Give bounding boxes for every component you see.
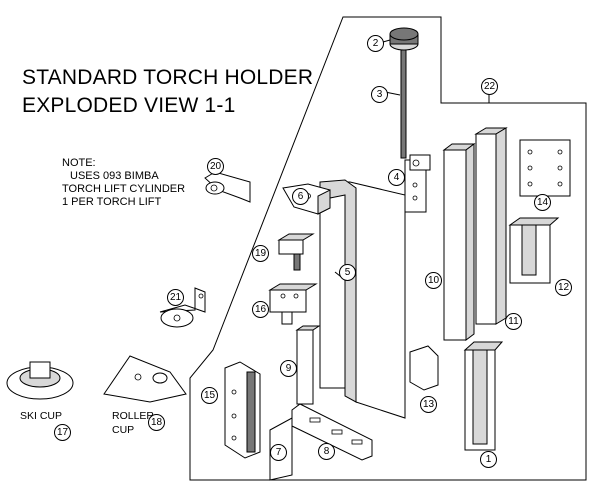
callout-22: 22 [481, 78, 498, 95]
part-hinge-15 [224, 361, 261, 459]
callout-21: 21 [167, 289, 184, 306]
diagram-title-line2: EXPLODED VIEW 1-1 [22, 94, 236, 117]
note-line-2: TORCH LIFT CYLINDER [62, 183, 186, 195]
note-line-3: 1 PER TORCH LIFT [62, 196, 162, 208]
diagram-title-line1: STANDARD TORCH HOLDER [22, 66, 314, 89]
callout-6: 6 [292, 188, 309, 205]
callout-15: 15 [201, 387, 218, 404]
part-channel-block-12 [508, 217, 560, 284]
callout-18: 18 [148, 414, 165, 431]
part-bracket-13 [409, 345, 439, 391]
roller-cup-caption-line1: ROLLER [112, 410, 155, 422]
callout-10: 10 [425, 272, 442, 289]
part-knob [382, 27, 419, 51]
callout-9: 9 [280, 360, 297, 377]
part-l-bracket-21 [159, 287, 206, 328]
callout-5: 5 [339, 264, 356, 281]
callout-2: 2 [367, 35, 384, 52]
part-block-19 [277, 233, 315, 271]
part-ski-cup [6, 361, 74, 400]
part-rail-11 [474, 127, 508, 325]
part-threaded-rod [384, 49, 407, 159]
part-bar-9 [295, 325, 321, 405]
callout-12: 12 [555, 279, 572, 296]
part-roller-cup [103, 355, 187, 403]
callout-3: 3 [371, 86, 388, 103]
main-plate-outline [189, 16, 587, 481]
callout-1: 1 [480, 451, 497, 468]
part-large-plate [319, 179, 406, 419]
part-plate-14 [519, 139, 571, 197]
ski-cup-caption: SKI CUP [20, 410, 63, 422]
note-line-1: USES 093 BIMBA [70, 170, 159, 182]
callout-16: 16 [252, 301, 269, 318]
callout-20: 20 [207, 158, 224, 175]
callout-17: 17 [54, 424, 71, 441]
part-small-bracket [404, 154, 431, 213]
callout-8: 8 [318, 443, 335, 460]
roller-cup-caption-line2: CUP [112, 424, 135, 436]
callout-14: 14 [534, 194, 551, 211]
part-l-bracket-20 [204, 171, 251, 203]
part-rail-10 [442, 143, 476, 341]
part-block-16 [268, 283, 318, 325]
callout-4: 4 [388, 169, 405, 186]
callout-7: 7 [270, 444, 287, 461]
part-channel-1 [463, 341, 504, 451]
callout-19: 19 [252, 245, 269, 262]
callout-11: 11 [505, 313, 522, 330]
note-heading: NOTE: [62, 157, 96, 169]
callout-13: 13 [420, 396, 437, 413]
